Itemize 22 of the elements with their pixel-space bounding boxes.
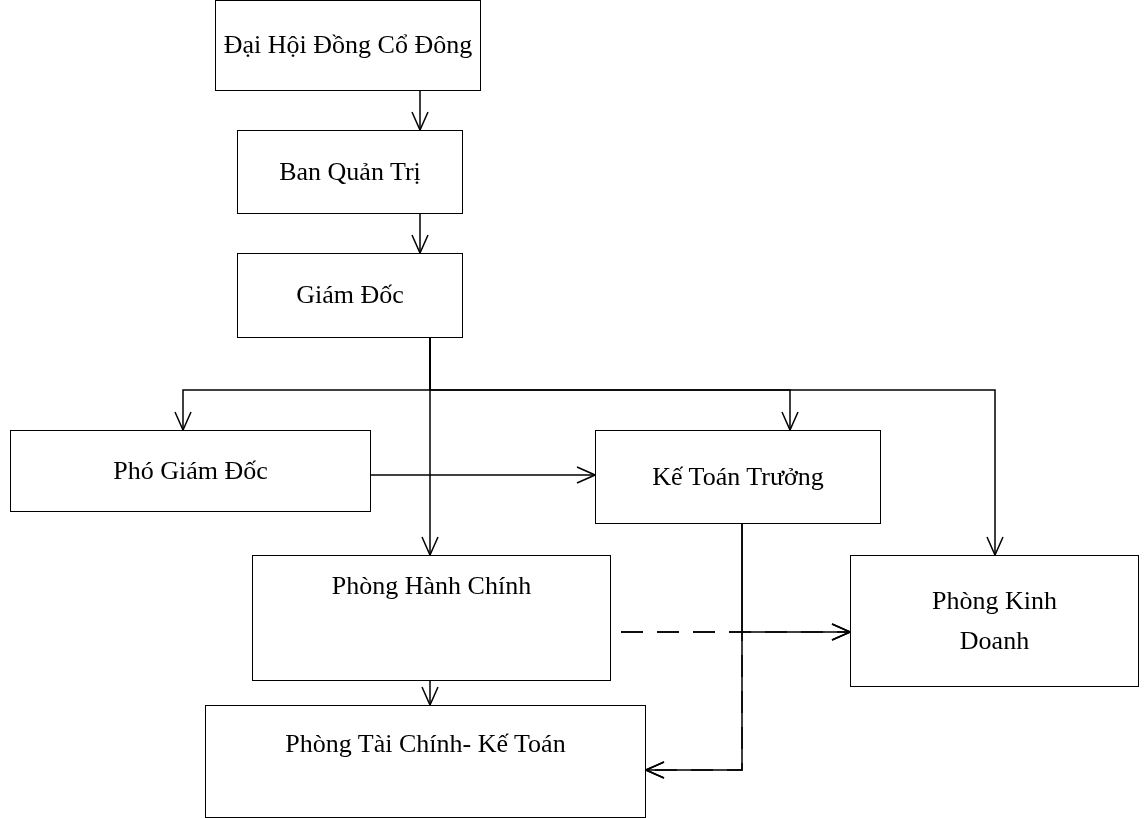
board-box — [237, 130, 463, 214]
arrow — [645, 523, 743, 779]
arrow — [370, 466, 596, 484]
deputy-director-box — [10, 430, 371, 512]
box-label: Phòng Tài Chính- Kế Toán — [285, 728, 566, 760]
box-label: Kế Toán Trưởng — [652, 460, 824, 493]
box-label: Phó Giám Đốc — [113, 454, 268, 487]
box-label: Ban Quản Trị — [279, 155, 421, 188]
chief-accountant-box — [595, 430, 881, 524]
director-box — [237, 253, 463, 338]
box-label: Phòng Kinh Doanh — [931, 584, 1058, 657]
department-box — [252, 555, 611, 681]
arrow — [421, 337, 439, 556]
box-label: Phòng Hành Chính — [331, 570, 532, 602]
arrow — [421, 680, 439, 706]
arrow — [411, 213, 429, 254]
box-label: Đại Hội Đồng Cổ Đông — [223, 29, 473, 62]
department-box — [850, 555, 1139, 687]
box-label: Giám Đốc — [296, 279, 404, 312]
arrow — [411, 90, 429, 131]
assembly-box — [215, 0, 481, 91]
department-box — [205, 705, 646, 818]
